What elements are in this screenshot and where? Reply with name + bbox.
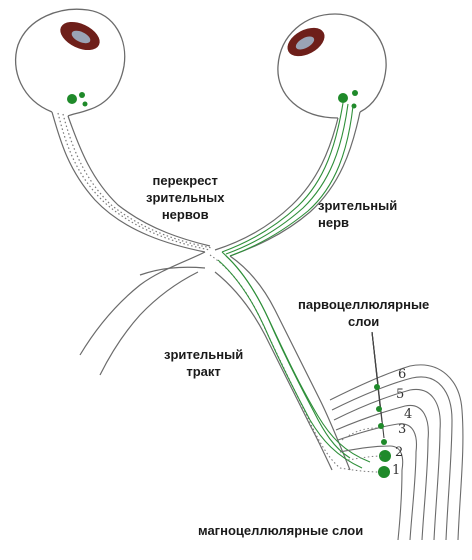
right-retina-cell [338, 93, 348, 103]
optic-tract-label: зрительный тракт [164, 346, 243, 380]
left-retina-cell [83, 102, 88, 107]
optic-nerve-label: зрительный нерв [318, 197, 397, 231]
layer-number: 4 [404, 407, 412, 422]
layer-number: 2 [395, 445, 403, 460]
left-eye [16, 9, 125, 116]
optic-chiasm-label-line: нервов [146, 206, 224, 223]
lgn-cells [374, 384, 391, 478]
right-eyeball-outline [278, 14, 386, 118]
optic-nerve-label-line: зрительный [318, 197, 397, 214]
right-retina-cell [352, 90, 358, 96]
optic-chiasm-label-line: зрительных [146, 189, 224, 206]
optic-chiasm-label-line: перекрест [146, 172, 224, 189]
lgn-cell [381, 439, 387, 445]
right-eye [278, 14, 386, 118]
lgn-cell [374, 384, 380, 390]
optic-tract-label-line: зрительный [164, 346, 243, 363]
left-retina-cell [67, 94, 77, 104]
lgn-cell [378, 423, 384, 429]
right-optic-nerve [215, 112, 360, 256]
layer-number: 6 [398, 367, 406, 382]
optic-nerve-label-line: нерв [318, 214, 397, 231]
optic-tract-label-line: тракт [164, 363, 243, 380]
layer-number: 3 [398, 422, 406, 437]
parvocellular-layers-label: парвоцеллюлярные слои [298, 296, 429, 330]
lgn-cell [376, 406, 382, 412]
right-nerve-fibres [222, 103, 353, 256]
layer-number: 1 [392, 463, 400, 478]
magnocellular-layers-label: магноцеллюлярные слои [198, 522, 363, 539]
optic-chiasm-label: перекрест зрительных нервов [146, 172, 224, 223]
layer-number: 5 [396, 387, 404, 402]
left-retina-cell [79, 92, 85, 98]
parvocellular-label-line: парвоцеллюлярные [298, 296, 429, 313]
lgn-fibres [340, 428, 382, 472]
parvocellular-label-line: слои [298, 313, 429, 330]
